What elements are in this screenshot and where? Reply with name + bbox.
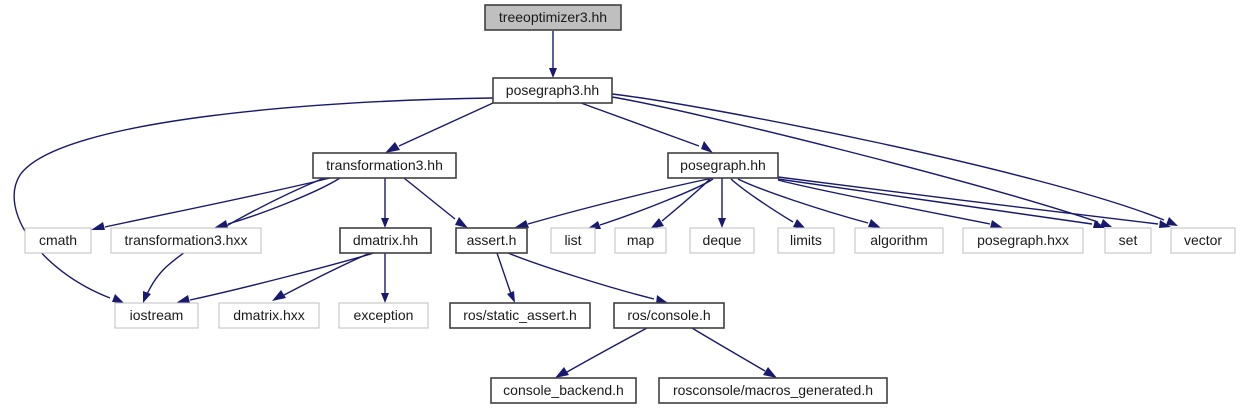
edge-transformation3hh-to-dmatrixhh <box>381 178 389 228</box>
edge-transformation3hh-to-iostream <box>143 177 325 303</box>
edge-posegraphhh-to-limits <box>730 178 806 229</box>
node-box[interactable] <box>114 302 199 329</box>
edge-rosconsole-to-consolebackend <box>555 327 648 378</box>
node-box[interactable] <box>312 152 457 179</box>
node-limits[interactable]: limits <box>777 227 835 254</box>
node-asserth[interactable]: assert.h <box>455 227 528 254</box>
node-transformation3hh[interactable]: transformation3.hh <box>312 152 457 179</box>
edge-posegraph3-to-posegraphhh <box>580 102 713 153</box>
edge-posegraphhh-to-posegraphhxx <box>777 179 1003 228</box>
node-box[interactable] <box>689 227 755 254</box>
node-box[interactable] <box>777 227 835 254</box>
edge-treeoptimizer3-to-posegraph3 <box>549 31 557 78</box>
node-box[interactable] <box>962 227 1084 254</box>
node-box[interactable] <box>455 227 528 254</box>
node-box[interactable] <box>613 302 725 329</box>
node-deque[interactable]: deque <box>689 227 755 254</box>
node-box[interactable] <box>614 227 667 254</box>
edges-layer <box>13 31 1178 378</box>
edge-posegraphhh-to-deque <box>718 178 726 228</box>
edge-transformation3hh-to-asserth <box>403 177 468 228</box>
node-box[interactable] <box>110 227 262 254</box>
node-box[interactable] <box>339 227 432 254</box>
node-box[interactable] <box>449 302 591 329</box>
node-box[interactable] <box>658 377 888 404</box>
node-transformation3hxx[interactable]: transformation3.hxx <box>110 227 262 254</box>
node-box[interactable] <box>338 302 429 329</box>
node-algorithm[interactable]: algorithm <box>854 227 944 254</box>
node-box[interactable] <box>24 227 92 254</box>
edge-posegraphhh-to-vector <box>777 176 1171 228</box>
edge-posegraphhh-to-map <box>650 178 711 229</box>
node-set[interactable]: set <box>1104 227 1152 254</box>
node-box[interactable] <box>854 227 944 254</box>
edge-dmatrixhh-to-iostream <box>176 252 375 303</box>
edge-dmatrixhh-to-exception <box>381 253 389 303</box>
node-iostream[interactable]: iostream <box>114 302 199 329</box>
node-posegraphhh[interactable]: posegraph.hh <box>667 152 779 179</box>
node-posegraph3[interactable]: posegraph3.hh <box>492 77 613 104</box>
node-rosconsolemacros[interactable]: rosconsole/macros_generated.h <box>658 377 888 404</box>
edge-posegraph3-to-iostream <box>13 97 494 303</box>
node-exception[interactable]: exception <box>338 302 429 329</box>
node-box[interactable] <box>484 4 622 31</box>
node-box[interactable] <box>1104 227 1152 254</box>
node-box[interactable] <box>492 77 613 104</box>
edge-posegraphhh-to-list <box>587 178 714 229</box>
edge-transformation3hh-to-transformation3hxx <box>214 177 341 228</box>
node-box[interactable] <box>490 377 637 404</box>
nodes-layer: treeoptimizer3.hh posegraph3.hh transforma… <box>24 4 1236 404</box>
node-cmath[interactable]: cmath <box>24 227 92 254</box>
edge-asserth-to-rosstaticassert <box>496 252 515 303</box>
edge-asserth-to-rosconsole <box>507 252 668 304</box>
node-consolebackend[interactable]: console_backend.h <box>490 377 637 404</box>
node-posegraphhxx[interactable]: posegraph.hxx <box>962 227 1084 254</box>
edge-posegraph3-to-set <box>611 96 1112 227</box>
node-dmatrixhxx[interactable]: dmatrix.hxx <box>218 302 320 329</box>
node-box[interactable] <box>218 302 320 329</box>
node-vector[interactable]: vector <box>1170 227 1236 254</box>
node-list[interactable]: list <box>550 227 596 254</box>
node-box[interactable] <box>667 152 779 179</box>
node-rosstaticassert[interactable]: ros/static_assert.h <box>449 302 591 329</box>
node-map[interactable]: map <box>614 227 667 254</box>
node-treeoptimizer3[interactable]: treeoptimizer3.hh <box>484 4 622 31</box>
node-box[interactable] <box>550 227 596 254</box>
edge-rosconsole-to-rosconsolemacros <box>691 327 777 378</box>
edge-posegraphhh-to-algorithm <box>737 178 881 228</box>
node-dmatrixhh[interactable]: dmatrix.hh <box>339 227 432 254</box>
edge-posegraph3-to-vector <box>611 93 1178 226</box>
node-box[interactable] <box>1170 227 1236 254</box>
edge-posegraph3-to-transformation3hh <box>385 102 494 153</box>
node-rosconsole[interactable]: ros/console.h <box>613 302 725 329</box>
edge-posegraphhh-to-asserth <box>514 177 714 228</box>
edge-transformation3hh-to-cmath <box>91 177 331 230</box>
edge-dmatrixhh-to-dmatrixhxx <box>272 252 371 301</box>
edge-posegraphhh-to-set <box>777 178 1105 228</box>
